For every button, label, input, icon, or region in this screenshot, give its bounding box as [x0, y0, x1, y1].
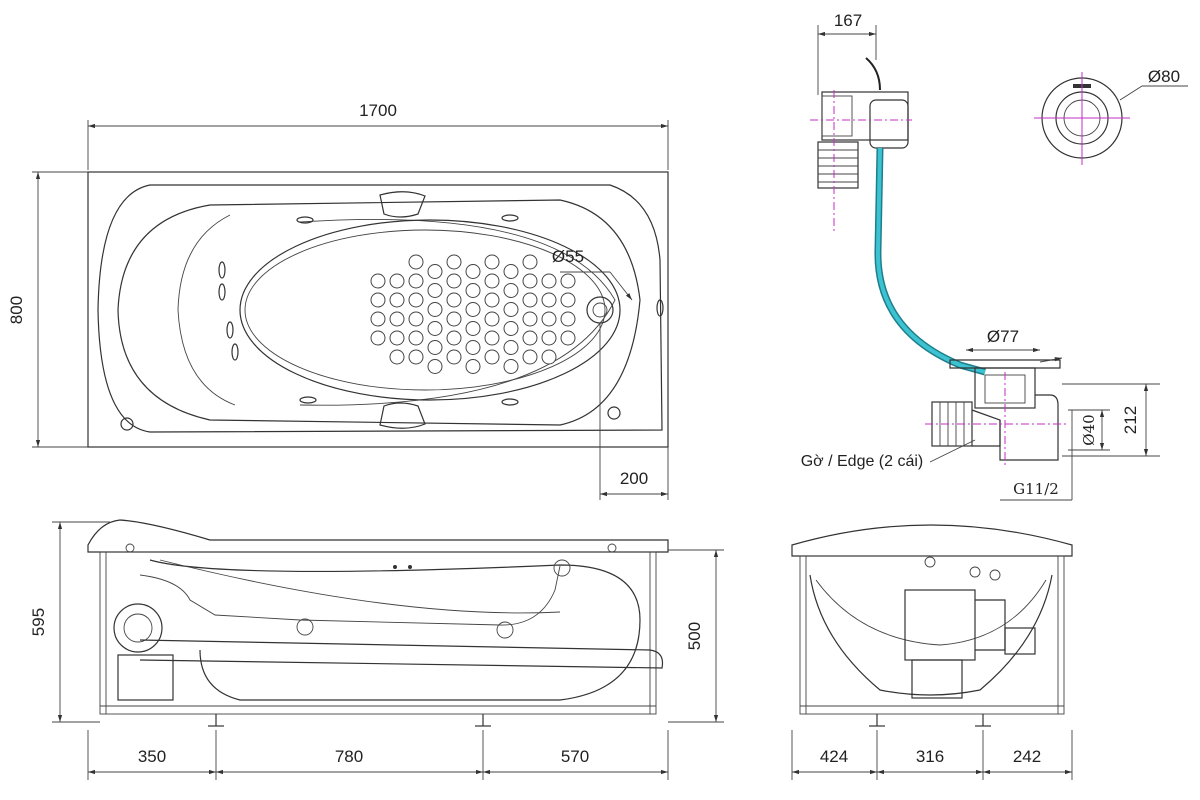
anti-slip-dot	[522, 273, 538, 289]
anti-slip-dot	[389, 349, 405, 365]
flex-pipe	[874, 147, 986, 376]
top-view: 1700 800	[7, 101, 669, 500]
dim-side-seg-3: 570	[561, 747, 589, 766]
edge-label: Gờ / Edge (2 cái)	[801, 453, 924, 470]
control-knob	[120, 417, 134, 431]
anti-slip-dot	[503, 359, 519, 374]
anti-slip-dot	[408, 273, 424, 289]
end-view: 424 316 242	[791, 524, 1073, 780]
anti-slip-dots	[370, 254, 576, 374]
anti-slip-dot	[541, 349, 557, 365]
side-view: 595 500	[29, 519, 724, 780]
jet-nozzles	[218, 214, 664, 406]
anti-slip-dot	[389, 311, 405, 327]
anti-slip-dot	[465, 283, 481, 298]
drain-dia-label: Ø55	[552, 247, 584, 266]
anti-slip-dot	[484, 273, 500, 289]
anti-slip-dot	[503, 283, 519, 298]
anti-slip-dot	[541, 292, 557, 308]
anti-slip-dot	[465, 302, 481, 317]
anti-slip-dot	[427, 340, 443, 355]
anti-slip-dot	[484, 349, 500, 365]
dim-drain-height: 212	[1121, 406, 1140, 434]
dim-drain-offset: 200	[620, 469, 648, 488]
thread-label: G11/2	[1013, 480, 1059, 498]
anti-slip-dot	[503, 321, 519, 336]
dim-side-seg-1: 350	[138, 747, 166, 766]
anti-slip-dot	[408, 292, 424, 308]
anti-slip-dot	[408, 254, 424, 270]
pump-motor	[113, 603, 163, 653]
anti-slip-dot	[370, 292, 386, 308]
anti-slip-dot	[446, 292, 462, 308]
anti-slip-dot	[522, 292, 538, 308]
anti-slip-dot	[370, 273, 386, 289]
dim-width: 800	[7, 296, 26, 324]
pipe-dia-label: Ø40	[1080, 414, 1098, 445]
drain-detail: 167 Ø80 Ø77	[801, 11, 1188, 501]
waste-dia-label: Ø77	[987, 327, 1019, 346]
anti-slip-dot	[560, 330, 576, 346]
anti-slip-dot	[427, 321, 443, 336]
anti-slip-dot	[389, 330, 405, 346]
anti-slip-dot	[522, 254, 538, 270]
pump-box	[117, 654, 174, 701]
end-pump-motor	[904, 589, 976, 661]
cover-dia-label: Ø80	[1148, 67, 1180, 86]
anti-slip-dot	[446, 349, 462, 365]
anti-slip-dot	[446, 254, 462, 270]
anti-slip-dot	[408, 311, 424, 327]
anti-slip-dot	[427, 264, 443, 279]
anti-slip-dot	[541, 330, 557, 346]
anti-slip-dot	[484, 330, 500, 346]
anti-slip-dot	[522, 349, 538, 365]
dim-length: 1700	[359, 101, 397, 120]
dim-frame-height: 500	[685, 622, 704, 650]
anti-slip-dot	[522, 311, 538, 327]
anti-slip-dot	[560, 273, 576, 289]
dim-end-seg-2: 316	[916, 747, 944, 766]
anti-slip-dot	[408, 330, 424, 346]
anti-slip-dot	[484, 292, 500, 308]
anti-slip-dot	[446, 273, 462, 289]
anti-slip-dot	[370, 330, 386, 346]
dim-overflow-depth: 167	[834, 11, 862, 30]
anti-slip-dot	[541, 273, 557, 289]
anti-slip-dot	[465, 264, 481, 279]
anti-slip-dot	[408, 349, 424, 365]
anti-slip-dot	[560, 311, 576, 327]
dim-side-seg-2: 780	[335, 747, 363, 766]
dim-total-height: 595	[29, 608, 48, 636]
anti-slip-dot	[503, 340, 519, 355]
anti-slip-dot	[446, 330, 462, 346]
anti-slip-dot	[446, 311, 462, 327]
anti-slip-dot	[484, 254, 500, 270]
anti-slip-dot	[560, 292, 576, 308]
anti-slip-dot	[465, 340, 481, 355]
anti-slip-dot	[427, 283, 443, 298]
anti-slip-dot	[503, 264, 519, 279]
anti-slip-dot	[427, 302, 443, 317]
anti-slip-dot	[465, 321, 481, 336]
anti-slip-dot	[541, 311, 557, 327]
dim-end-seg-3: 242	[1013, 747, 1041, 766]
anti-slip-dot	[389, 292, 405, 308]
anti-slip-dot	[503, 302, 519, 317]
dim-end-seg-1: 424	[820, 747, 848, 766]
anti-slip-dot	[427, 359, 443, 374]
anti-slip-dot	[484, 311, 500, 327]
anti-slip-dot	[370, 311, 386, 327]
anti-slip-dot	[465, 359, 481, 374]
anti-slip-dot	[389, 273, 405, 289]
anti-slip-dot	[522, 330, 538, 346]
